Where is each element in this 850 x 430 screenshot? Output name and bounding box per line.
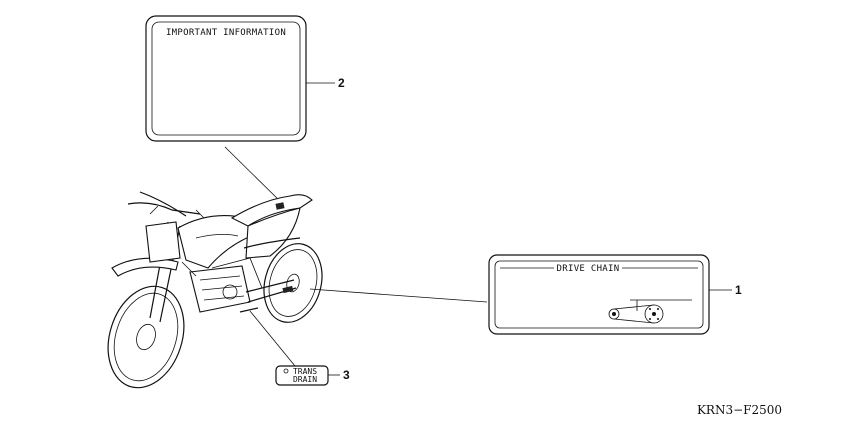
drive-chain-label[interactable]: DRIVE CHAIN (488, 254, 710, 335)
motorcycle-illustration (107, 191, 323, 389)
chain-sprocket-icon (608, 299, 692, 324)
leader-line-chain-to-swingarm (309, 288, 488, 303)
trans-drain-line2: DRAIN (293, 375, 317, 384)
trans-drain-label[interactable]: TRANS DRAIN (275, 365, 329, 386)
drive-chain-label-title: DRIVE CHAIN (557, 264, 620, 274)
trans-drain-line1: TRANS (293, 367, 317, 376)
important-label-title: IMPORTANT INFORMATION (166, 28, 286, 38)
drive-chain-label-outer-frame (488, 254, 710, 335)
diagram-code: KRN3−F2500 (697, 403, 782, 417)
callout-number-1: 1 (735, 283, 742, 297)
important-label-inner-frame (151, 21, 301, 136)
drain-bolt-icon (283, 368, 289, 374)
callout-number-3: 3 (343, 368, 350, 382)
trans-drain-label-frame (275, 365, 329, 386)
important-label-outer-frame (145, 15, 307, 142)
leader-line-drain-to-engine (249, 310, 296, 367)
callout-number-2: 2 (338, 76, 345, 90)
drive-chain-label-inner-frame (494, 260, 704, 329)
important-information-label[interactable]: IMPORTANT INFORMATION (145, 15, 307, 142)
leader-line-important-to-seat (224, 146, 286, 207)
